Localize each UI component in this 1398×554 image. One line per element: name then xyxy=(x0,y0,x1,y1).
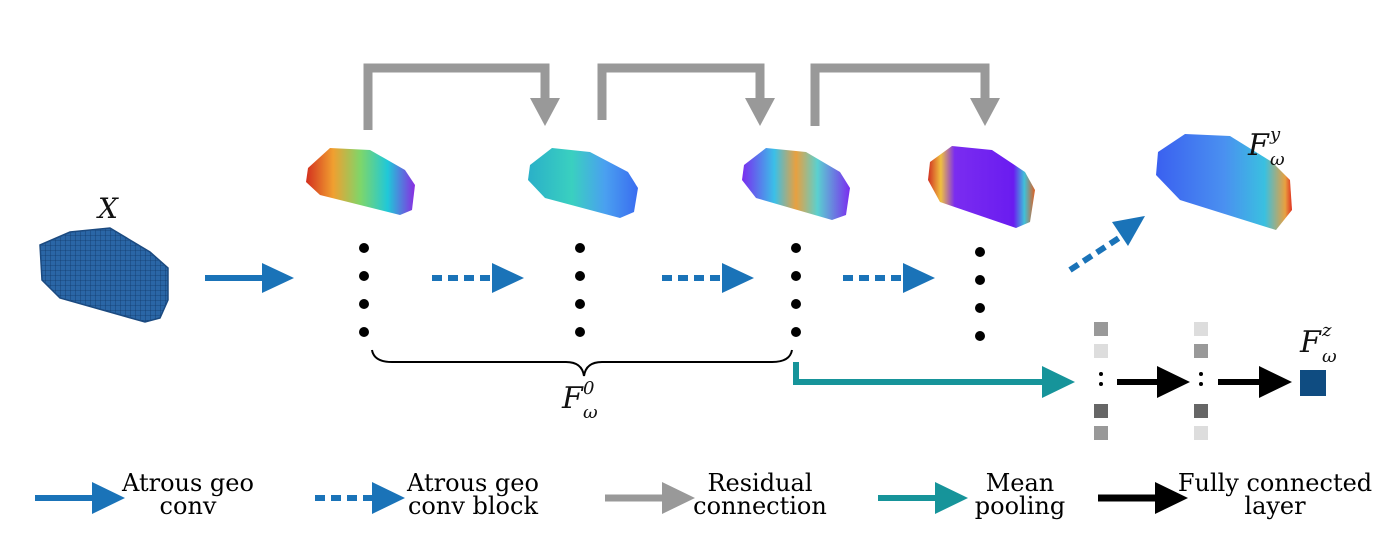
featurey-label: F y ω xyxy=(1247,124,1285,170)
feature-dots-4 xyxy=(975,247,985,341)
feature-brace xyxy=(371,349,793,377)
feature-dots-3 xyxy=(791,243,801,337)
svg-text:conv: conv xyxy=(160,492,217,520)
output-scalar xyxy=(1300,370,1326,396)
legend-atrous: Atrous geo conv xyxy=(35,469,254,520)
atrous-conv-arrow xyxy=(205,263,294,293)
atrous-block-arrow-2 xyxy=(662,263,754,293)
svg-text:layer: layer xyxy=(1244,492,1306,520)
residual-arrow-3 xyxy=(810,63,1000,126)
svg-text:Fully connected: Fully connected xyxy=(1178,469,1372,497)
legend: Atrous geo conv Atrous geo conv block Re… xyxy=(35,469,1372,520)
svg-text:Atrous geo: Atrous geo xyxy=(406,469,539,497)
feature-car-3 xyxy=(742,148,850,220)
svg-text:0: 0 xyxy=(583,378,594,399)
svg-text:F: F xyxy=(1299,325,1322,360)
svg-text:F: F xyxy=(561,381,584,416)
residual-arrow-2 xyxy=(597,63,775,126)
svg-text:Residual: Residual xyxy=(707,469,812,497)
output-car-y xyxy=(1156,134,1292,230)
svg-text:conv block: conv block xyxy=(408,492,538,520)
atrous-block-arrow-1 xyxy=(432,263,524,293)
feature-dots-1 xyxy=(359,243,369,337)
svg-text:Mean: Mean xyxy=(986,469,1055,497)
legend-block: Atrous geo conv block xyxy=(315,469,539,520)
svg-text:y: y xyxy=(1269,124,1281,145)
hidden-vector xyxy=(1194,322,1208,440)
svg-text:ω: ω xyxy=(1270,149,1285,170)
residual-arrow-1 xyxy=(363,63,560,130)
feature-car-2 xyxy=(528,148,638,218)
svg-text:ω: ω xyxy=(1322,346,1337,367)
fc-arrow-1 xyxy=(1117,366,1190,398)
svg-text:connection: connection xyxy=(693,492,827,520)
legend-pooling: Mean pooling xyxy=(878,469,1065,520)
fc-arrow-2 xyxy=(1218,366,1292,398)
input-car-mesh xyxy=(39,227,169,323)
atrous-block-arrow-3 xyxy=(843,263,935,293)
mean-pooling-arrow xyxy=(793,362,1075,398)
pooled-vector xyxy=(1094,322,1108,440)
atrous-block-arrow-diag xyxy=(1068,216,1145,273)
featurez-label: F z ω xyxy=(1299,320,1337,367)
svg-text:pooling: pooling xyxy=(975,492,1065,520)
legend-fc: Fully connected layer xyxy=(1098,469,1372,520)
input-label: X xyxy=(96,192,119,225)
legend-residual: Residual connection xyxy=(605,469,827,520)
feature-car-4 xyxy=(928,146,1035,228)
svg-text:F: F xyxy=(1247,128,1270,163)
feature-car-1 xyxy=(306,148,415,215)
svg-text:ω: ω xyxy=(583,402,598,423)
feature0-label: F 0 ω xyxy=(561,378,598,423)
svg-text:Atrous geo: Atrous geo xyxy=(121,469,254,497)
svg-text:z: z xyxy=(1321,320,1332,341)
feature-dots-2 xyxy=(575,243,585,337)
